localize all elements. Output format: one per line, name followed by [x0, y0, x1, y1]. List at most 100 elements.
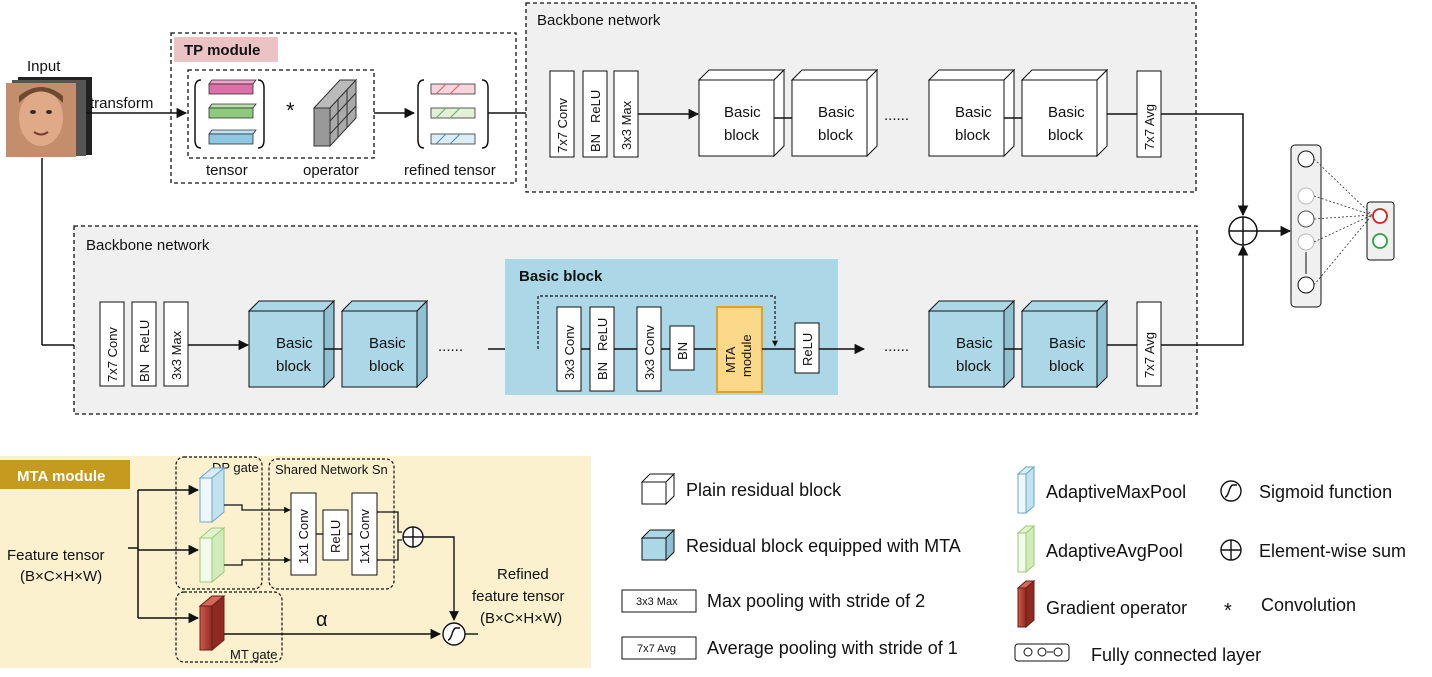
input-label: Input [27, 58, 61, 75]
legend-sum: Element-wise sum [1259, 541, 1406, 561]
backbone-top: Backbone network 7x7 Conv BN ReLU 3x3 Ma… [525, 2, 1197, 193]
sum-node [1228, 216, 1258, 246]
svg-text:block: block [1049, 358, 1085, 375]
bottom-max-label: 3x3 Max [169, 330, 184, 380]
transform-label: transform [90, 95, 153, 112]
svg-text:block: block [1048, 127, 1084, 144]
mt-gate-label: MT gate [230, 647, 277, 662]
bottom-dots-1: ...... [438, 338, 463, 355]
refined-tensor-label: refined tensor [404, 162, 496, 179]
top-bn-label: BN [588, 134, 603, 152]
svg-text:block: block [724, 127, 760, 144]
svg-text:Basic: Basic [1049, 335, 1086, 352]
legend-adaptive-max: AdaptiveMaxPool [1046, 482, 1186, 502]
svg-text:block: block [276, 358, 312, 375]
top-block-3: Basic block [927, 68, 1016, 158]
tp-title-bg [174, 37, 278, 62]
bottom-dots-2: ...... [884, 338, 909, 355]
tp-title: TP module [184, 42, 260, 59]
legend-fc-icon [1014, 643, 1070, 662]
mta-module: MTA module Feature tensor (B×C×H×W) DP g… [0, 456, 591, 668]
top-relu-label: ReLU [588, 90, 603, 123]
mta-conv1-label: 1x1 Conv [296, 509, 311, 564]
refined-1: Refined [497, 566, 549, 583]
adaptive-avg-pool [198, 526, 226, 584]
backbone-bottom: Backbone network 7x7 Conv BN ReLU 3x3 Ma… [73, 225, 1198, 415]
bb-mta-label-1: MTA [723, 346, 738, 373]
bb-bn2-label: BN [675, 342, 690, 360]
operator-label: operator [303, 162, 359, 179]
bb-relu1-label: ReLU [595, 318, 610, 351]
mta-conv2-label: 1x1 Conv [357, 509, 372, 564]
bottom-block-2: Basic block [340, 299, 429, 389]
top-block-4: Basic block [1020, 68, 1109, 158]
svg-text:Basic: Basic [956, 335, 993, 352]
legend-avg-text: Average pooling with stride of 1 [707, 638, 958, 658]
top-block-1: Basic block [697, 68, 786, 158]
bb-mta-label-2: module [739, 334, 754, 377]
legend-gradient: Gradient operator [1046, 598, 1187, 618]
mta-sigmoid-node [442, 622, 466, 646]
legend-conv-symbol: * [1224, 600, 1232, 622]
tp-module: TP module * tensor operator [170, 32, 517, 184]
operator-kernel [312, 78, 358, 148]
bb-conv2-label: 3x3 Conv [642, 325, 657, 380]
svg-text:Basic: Basic [1048, 104, 1085, 121]
legend-sum-icon [1220, 539, 1242, 561]
backbone-top-title: Backbone network [537, 12, 661, 29]
bottom-conv-label: 7x7 Conv [105, 327, 120, 382]
mta-title: MTA module [17, 468, 105, 485]
legend-adaptive-avg-icon [1016, 524, 1036, 574]
tensor-slices [208, 79, 257, 145]
legend: Plain residual block Residual block equi… [621, 465, 1406, 665]
mta-feature-1: Feature tensor [7, 547, 105, 564]
svg-text:block: block [369, 358, 405, 375]
bottom-block-3: Basic block [927, 299, 1016, 389]
svg-text:block: block [818, 127, 854, 144]
bb-conv1-label: 3x3 Conv [562, 325, 577, 380]
legend-convolution: Convolution [1261, 595, 1356, 615]
svg-text:Basic: Basic [724, 104, 761, 121]
legend-plain-block-icon [640, 472, 676, 506]
bottom-relu-label: ReLU [137, 320, 152, 353]
mta-feature-2: (B×C×H×W) [20, 568, 102, 585]
svg-text:Basic: Basic [818, 104, 855, 121]
top-dots: ...... [884, 107, 909, 124]
legend-max-box: 3x3 Max [636, 596, 678, 608]
input-image [6, 77, 92, 157]
bottom-bn-label: BN [137, 364, 152, 382]
shared-network-label: Shared Network Sn [275, 462, 388, 477]
refined-2: feature tensor [472, 588, 565, 605]
refined-tensor-slices [430, 83, 476, 145]
mta-title-bg [0, 460, 130, 489]
legend-plain: Plain residual block [686, 480, 842, 500]
bottom-block-4: Basic block [1020, 299, 1109, 389]
svg-text:Basic: Basic [369, 335, 406, 352]
legend-adaptive-max-icon [1016, 465, 1036, 515]
legend-sigmoid-icon [1220, 480, 1242, 502]
basic-block-title: Basic block [519, 268, 603, 285]
legend-mta-block-icon [640, 528, 676, 562]
fc-layer [1290, 144, 1395, 308]
gradient-operator [198, 594, 226, 652]
refined-3: (B×C×H×W) [480, 610, 562, 627]
top-block-2: Basic block [790, 68, 879, 158]
legend-mta-block: Residual block equipped with MTA [686, 536, 961, 556]
legend-adaptive-avg: AdaptiveAvgPool [1046, 541, 1183, 561]
legend-sigmoid: Sigmoid function [1259, 482, 1392, 502]
bb-relu2-label: ReLU [800, 333, 815, 366]
top-avg-label: 7x7 Avg [1142, 104, 1157, 150]
bottom-avg-label: 7x7 Avg [1142, 332, 1157, 378]
legend-fc: Fully connected layer [1091, 645, 1261, 665]
svg-text:Basic: Basic [955, 104, 992, 121]
adaptive-max-pool [198, 466, 226, 524]
top-max-label: 3x3 Max [619, 100, 634, 150]
legend-avg-box: 7x7 Avg [637, 643, 676, 655]
legend-max-text: Max pooling with stride of 2 [707, 591, 925, 611]
tensor-label: tensor [206, 162, 248, 179]
backbone-bottom-title: Backbone network [86, 237, 210, 254]
bb-bn1-label: BN [595, 362, 610, 380]
alpha-label: α [316, 609, 328, 631]
svg-text:block: block [956, 358, 992, 375]
